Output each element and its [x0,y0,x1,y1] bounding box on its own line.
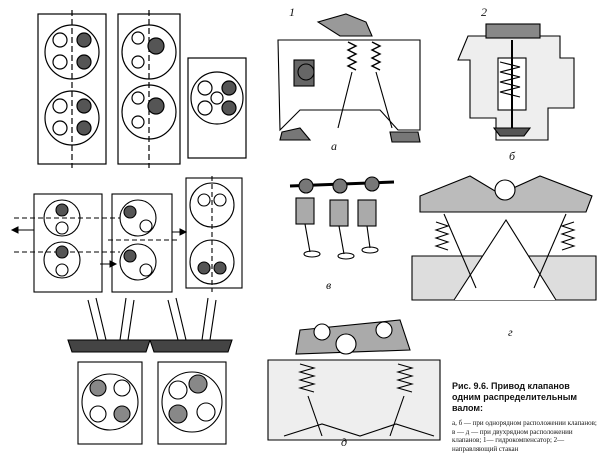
label-v: в [326,278,332,292]
label-hydraulic-compensator-number: 1 [289,5,295,19]
label-guide-sleeve-number: 2 [481,5,487,19]
figure-caption: Рис. 9.6. Привод клапанов одним распреде… [452,381,598,453]
caption-title: Рис. 9.6. Привод клапанов одним распреде… [452,381,578,413]
label-d: д [341,435,348,449]
caption-text: а, б — при однорядном расположении клапа… [452,419,597,453]
label-g: г [508,325,513,339]
plan-3-frame [187,57,247,159]
label-b: б [509,149,516,163]
label-a: а [331,139,337,153]
